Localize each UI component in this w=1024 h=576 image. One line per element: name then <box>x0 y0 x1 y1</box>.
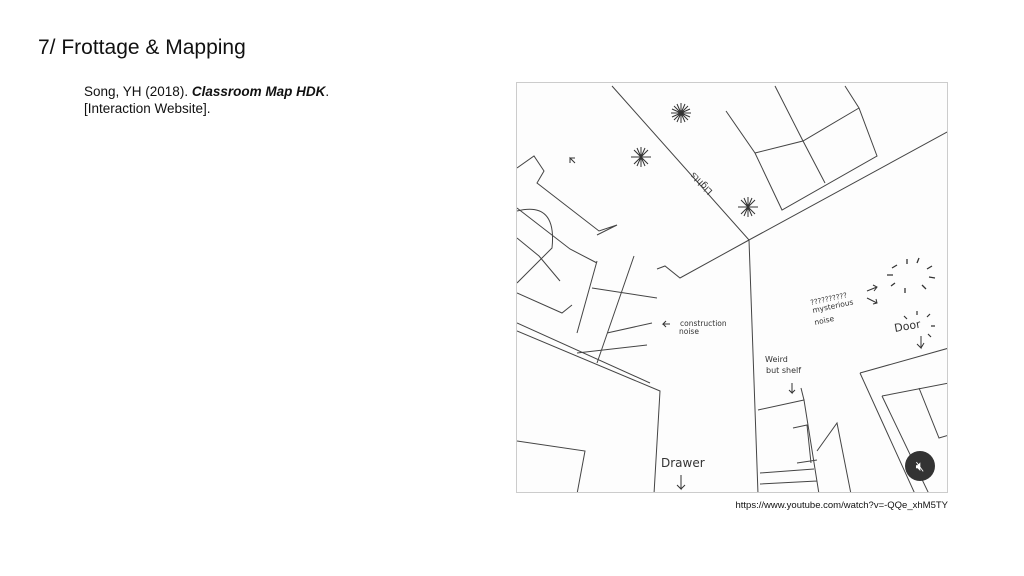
label-noise-2: noise <box>814 314 836 327</box>
label-door: Door <box>893 317 922 334</box>
citation-prefix: Song, YH (2018). <box>84 84 192 99</box>
label-noise: noise <box>679 327 699 336</box>
classroom-map-drawing: Lights construction noise ?????????? mys… <box>517 85 947 492</box>
label-but-shelf: but shelf <box>766 366 801 375</box>
slide-title: 7/ Frottage & Mapping <box>38 36 246 59</box>
video-player[interactable]: Lights construction noise ?????????? mys… <box>516 82 948 493</box>
citation-work-title: Classroom Map HDK <box>191 84 326 99</box>
citation-line2: [Interaction Website]. <box>84 101 211 116</box>
video-url[interactable]: https://www.youtube.com/watch?v=-QQe_xhM… <box>735 500 948 511</box>
speaker-muted-icon: 🔇︎ <box>915 457 925 474</box>
label-lights: Lights <box>689 169 715 195</box>
citation-suffix: . <box>325 84 330 99</box>
citation: Song, YH (2018). Classroom Map HDK. [Int… <box>84 83 329 117</box>
label-weird: Weird <box>765 355 788 364</box>
label-construction: construction <box>680 319 727 328</box>
mute-button[interactable]: 🔇︎ <box>905 451 935 481</box>
label-drawer: Drawer <box>661 456 705 470</box>
